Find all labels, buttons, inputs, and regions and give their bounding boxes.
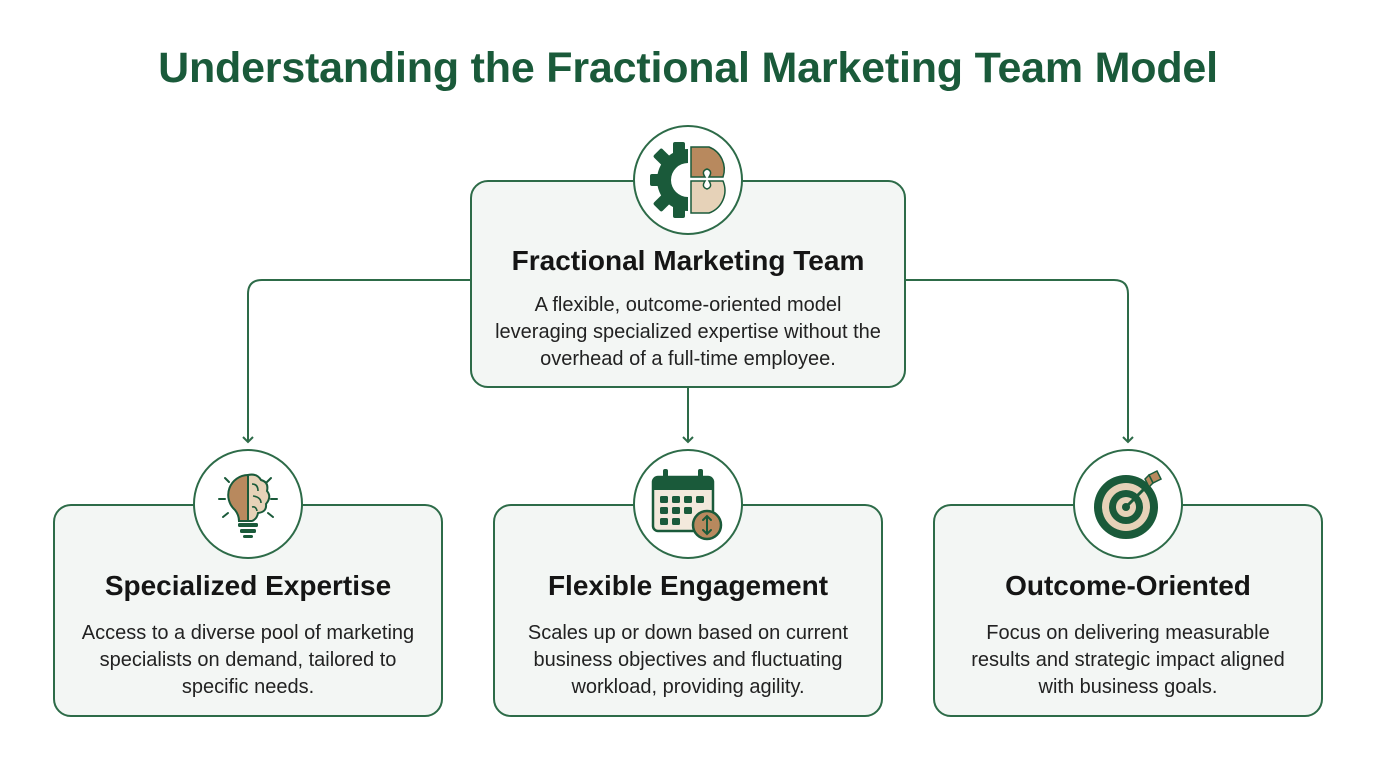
- main-card: Fractional Marketing Team A flexible, ou…: [470, 180, 906, 388]
- lightbulb-brain-icon: [218, 473, 278, 538]
- pillar-icon-circle-1: [193, 449, 303, 559]
- pillar-title: Outcome-Oriented: [1005, 570, 1251, 601]
- pillar-title: Specialized Expertise: [104, 570, 392, 601]
- main-icon-circle: [633, 125, 743, 235]
- pillar-card-outcome-oriented: Outcome-Oriented Focus on delivering mea…: [933, 504, 1323, 717]
- pillar-title: Flexible Engagement: [547, 570, 829, 601]
- main-card-title: Fractional Marketing Team: [511, 245, 865, 276]
- target-arrow-icon: [1094, 469, 1163, 539]
- pillar-description: Scales up or down based on current busin…: [527, 622, 849, 698]
- pillar-icon-circle-2: [633, 449, 743, 559]
- main-card-description: A flexible, outcome-oriented model lever…: [495, 294, 881, 370]
- gear-puzzle-icon: [650, 142, 726, 218]
- pillar-icon-circle-3: [1073, 449, 1183, 559]
- page-title: Understanding the Fractional Marketing T…: [158, 44, 1218, 92]
- pillar-description: Access to a diverse pool of marketing sp…: [81, 622, 415, 698]
- connector-left: [242, 279, 470, 444]
- pillar-description: Focus on delivering measurable results a…: [971, 622, 1285, 698]
- pillar-card-specialized-expertise: Specialized Expertise Access to a divers…: [53, 504, 443, 717]
- calendar-scale-icon: [651, 469, 723, 541]
- connector-right: [906, 279, 1134, 444]
